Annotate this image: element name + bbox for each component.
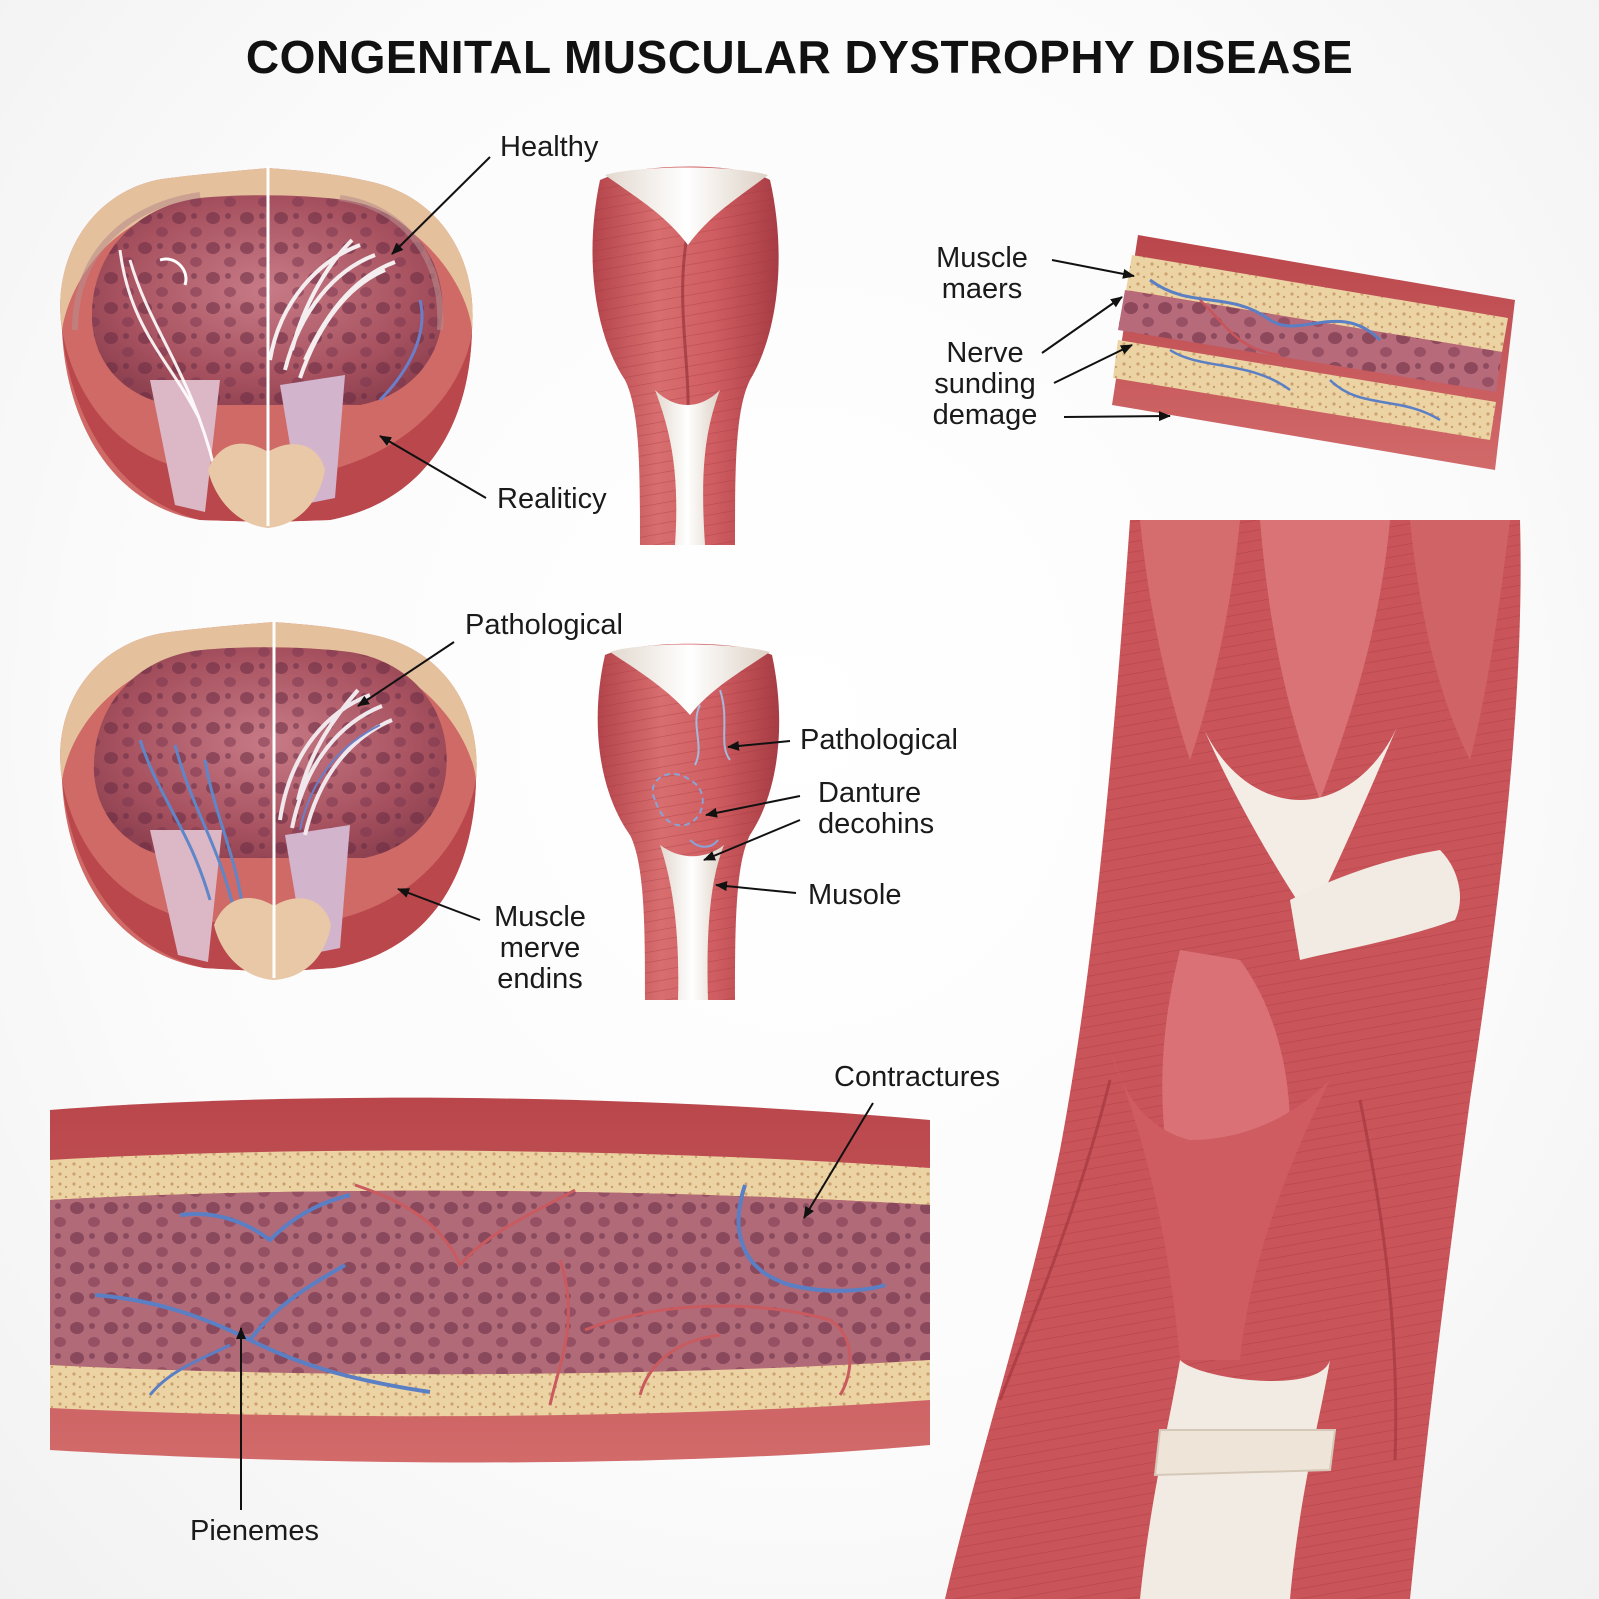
label-line: sunding bbox=[934, 368, 1036, 400]
label-reality: Realiticy bbox=[497, 483, 607, 515]
label-line: merve bbox=[499, 932, 581, 964]
muscle-contracture-illustration bbox=[945, 520, 1521, 1599]
label-line: Muscle bbox=[494, 901, 586, 933]
muscle-pathological bbox=[597, 643, 780, 1000]
muscle-healthy bbox=[592, 166, 779, 545]
label-pathological-right: Pathological bbox=[800, 724, 958, 756]
muscle-band-cross-section bbox=[1112, 235, 1515, 470]
label-musole: Musole bbox=[808, 879, 902, 911]
cross-section-healthy bbox=[60, 166, 473, 528]
muscle-band-longitudinal bbox=[50, 1097, 930, 1463]
label-line: decohins bbox=[818, 808, 935, 840]
label-line: maers bbox=[941, 273, 1023, 305]
label-line: demage bbox=[932, 399, 1038, 431]
label-contractures: Contractures bbox=[834, 1061, 1001, 1093]
label-line: endins bbox=[497, 963, 583, 995]
page-title: CONGENITAL MUSCULAR DYSTROPHY DISEASE bbox=[245, 31, 1354, 83]
cross-section-pathological bbox=[60, 620, 477, 980]
leader-lines bbox=[236, 156, 1171, 1510]
label-healthy: Healthy bbox=[500, 131, 599, 163]
label-nerve-sunding-demage: Nerve sunding demage bbox=[915, 338, 1055, 431]
label-danture-decohins: Danture decohins bbox=[818, 778, 934, 840]
label-muscle-maers: Muscle maers bbox=[922, 243, 1042, 305]
label-line: Muscle bbox=[936, 242, 1028, 274]
label-line: Danture bbox=[818, 777, 922, 809]
label-pienemes: Pienemes bbox=[190, 1515, 319, 1547]
label-line: Nerve bbox=[946, 337, 1024, 369]
label-pathological-top: Pathological bbox=[465, 609, 623, 641]
label-muscle-nerve-endins: Muscle merve endins bbox=[480, 902, 600, 995]
